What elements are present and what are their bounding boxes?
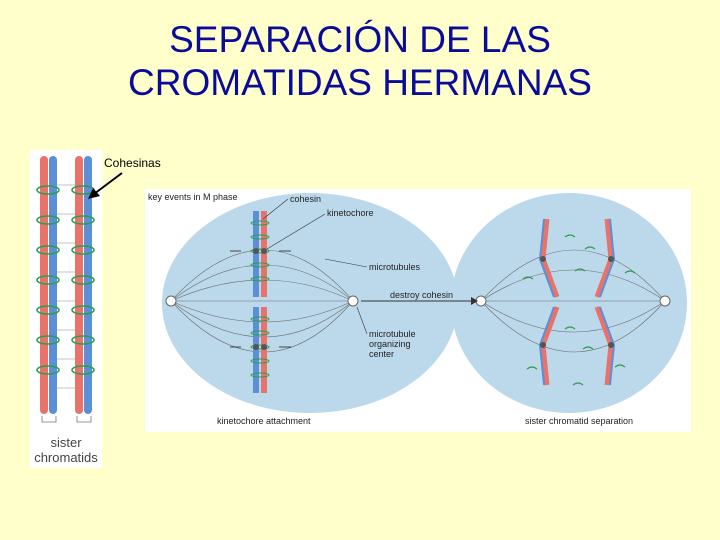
- sister-chromatid-separation-caption: sister chromatid separation: [525, 416, 633, 426]
- chromatid-blue-1: [49, 156, 57, 414]
- title-line-2: CROMATIDAS HERMANAS: [128, 62, 592, 103]
- title-line-1: SEPARACIÓN DE LAS: [169, 19, 551, 60]
- mtoc-right-2: [659, 295, 671, 307]
- cell-right: [451, 193, 687, 413]
- chromatids-caption: chromatids: [34, 450, 98, 465]
- chromosome-top-left: [250, 211, 270, 297]
- chromatid-red-1: [40, 156, 48, 414]
- chromatid-red-2: [75, 156, 83, 414]
- cohesin-label: cohesin: [290, 194, 321, 204]
- sister-chromatids-figure: sister chromatids: [30, 150, 102, 468]
- mtoc-left-2: [347, 295, 359, 307]
- m-phase-heading: key events in M phase: [148, 192, 238, 202]
- cohesin-pointer-arrow: [88, 172, 123, 199]
- mtoc-label-line-2: organizing: [369, 339, 411, 349]
- microtubules-label: microtubules: [369, 262, 421, 272]
- page-title: SEPARACIÓN DE LAS CROMATIDAS HERMANAS: [0, 18, 720, 104]
- mtoc-left-1: [165, 295, 177, 307]
- destroy-cohesin-label: destroy cohesin: [390, 290, 453, 300]
- kinetochore-label: kinetochore: [327, 208, 374, 218]
- chromatid-blue-2: [84, 156, 92, 414]
- cohesin-fragments: [522, 234, 636, 386]
- cell-left: [162, 193, 458, 413]
- cohesin-rings: [36, 185, 95, 375]
- sister-caption: sister: [50, 435, 82, 450]
- cohesinas-label: Cohesinas: [104, 156, 161, 170]
- m-phase-figure: key events in M phase cohesin kinetochor…: [145, 189, 691, 432]
- mtoc-label-line-1: microtubule: [369, 329, 416, 339]
- mtoc-label-line-3: center: [369, 349, 394, 359]
- chromosome-bottom-left: [250, 307, 270, 393]
- kinetochore-attachment-caption: kinetochore attachment: [217, 416, 311, 426]
